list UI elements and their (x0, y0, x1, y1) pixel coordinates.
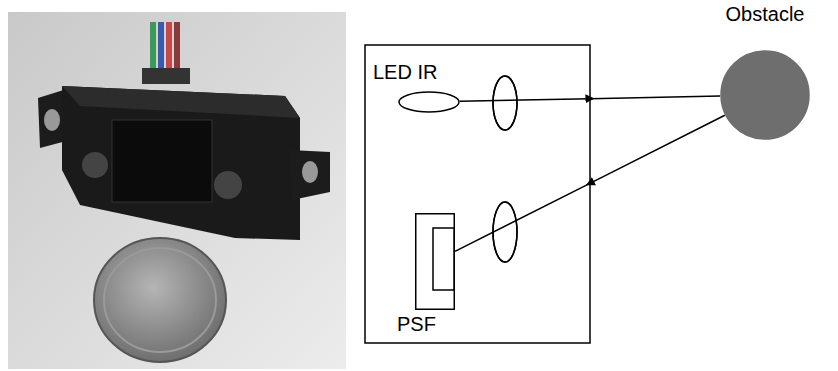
ir-led-outline (398, 91, 460, 113)
node-label: Obstacle (726, 3, 805, 26)
light-ray (455, 115, 725, 251)
light-ray (460, 96, 720, 101)
psd-detector-outline (415, 213, 455, 310)
ir-led: LED IR (398, 91, 460, 113)
obstacle-circle: Obstacle (720, 50, 810, 140)
node-label: PSF (397, 313, 436, 336)
node-label: LED IR (373, 61, 437, 84)
psd-detector: PSF (415, 213, 455, 310)
obstacle-circle-outline (720, 50, 810, 140)
